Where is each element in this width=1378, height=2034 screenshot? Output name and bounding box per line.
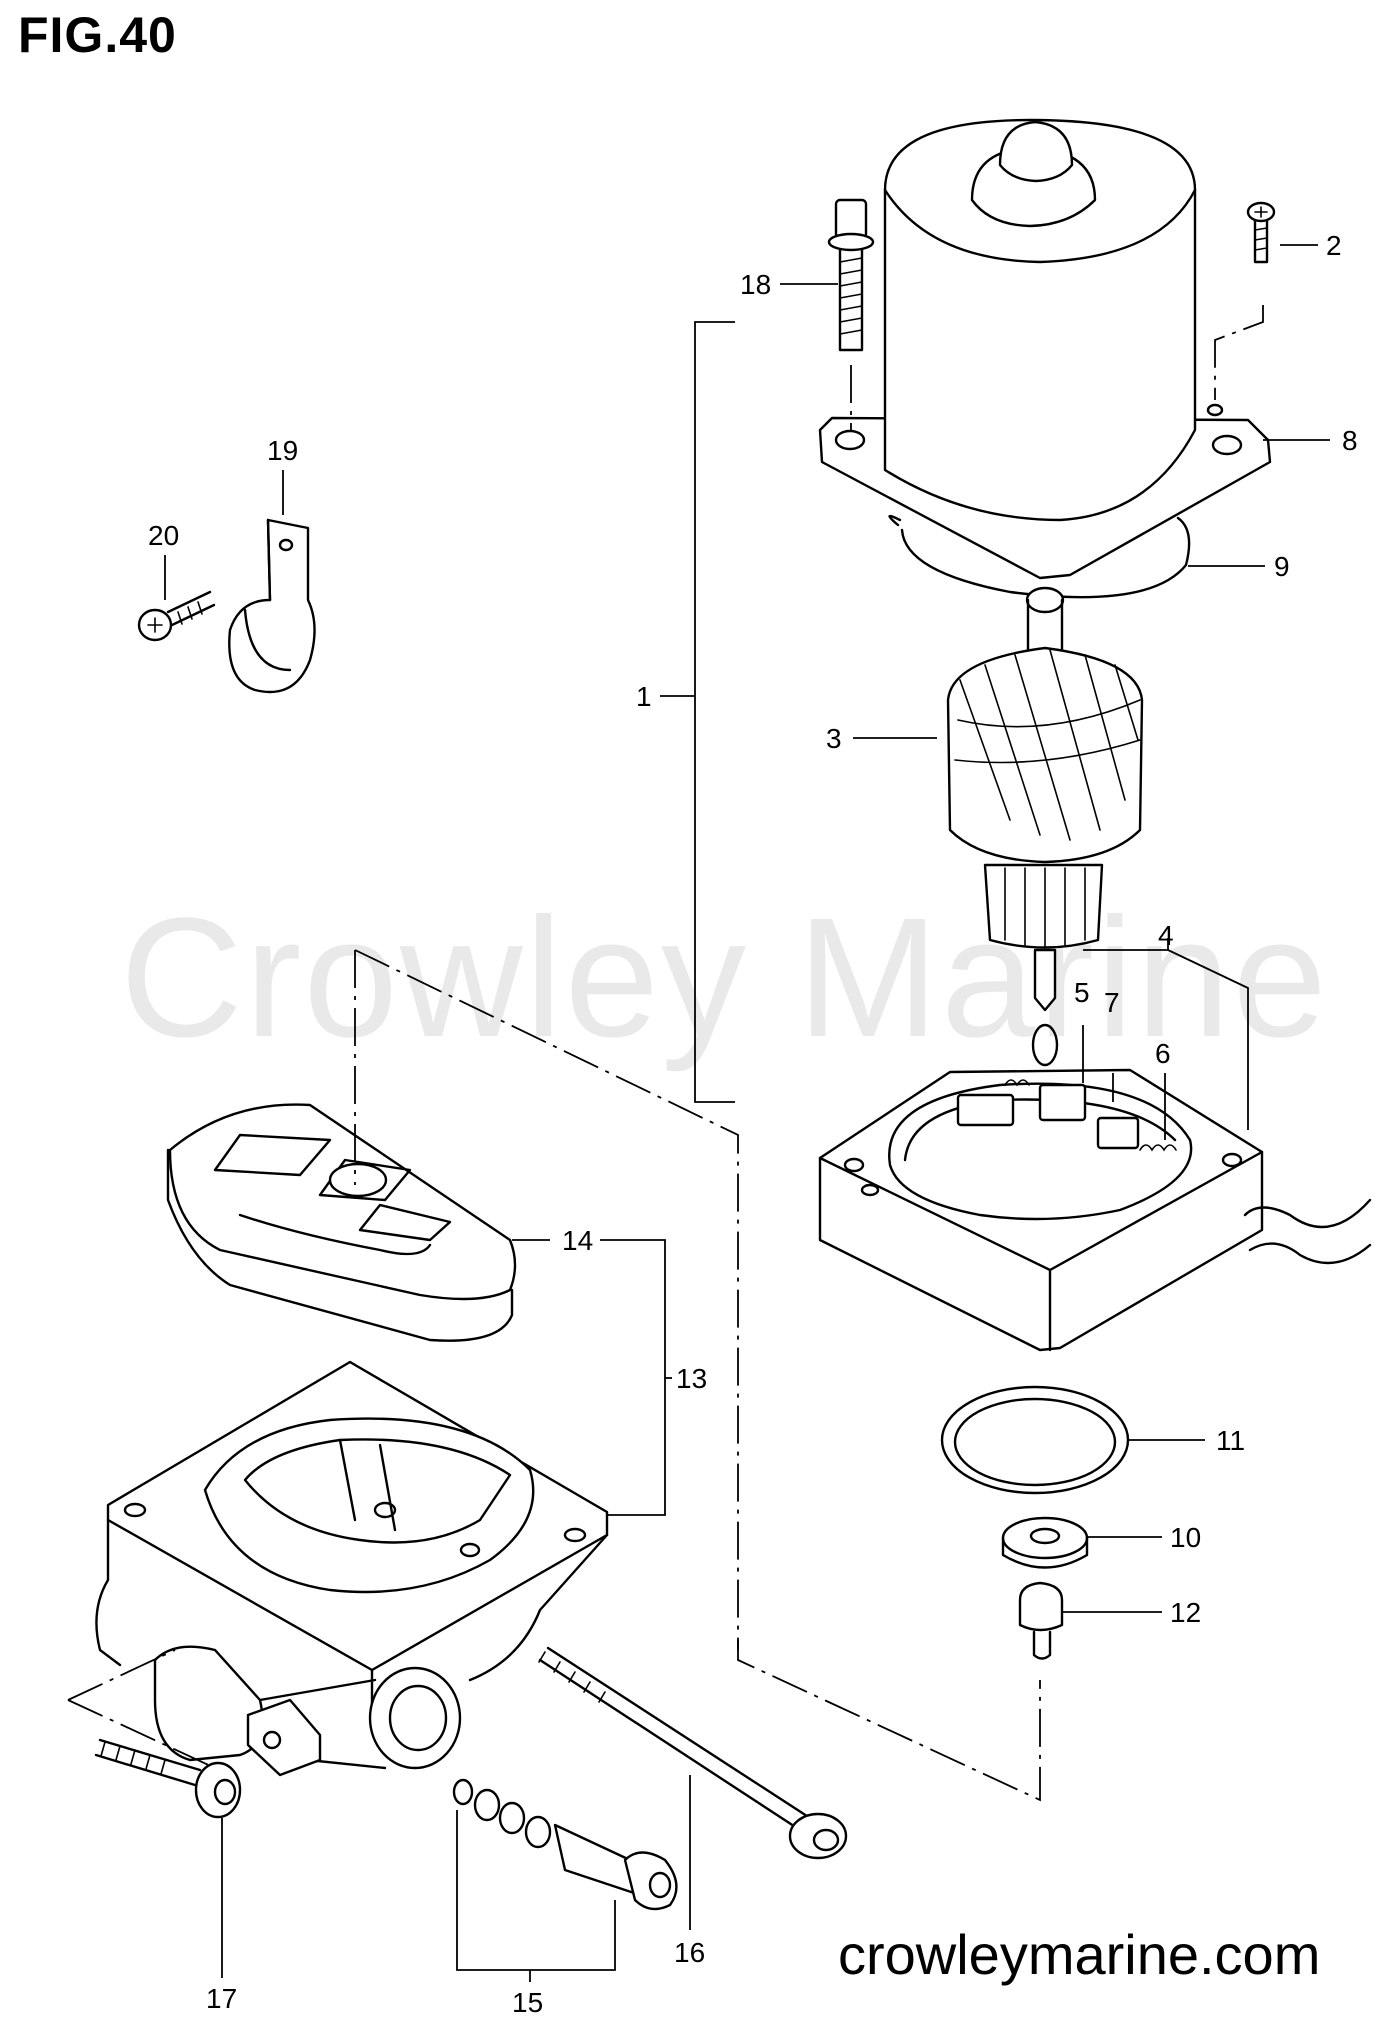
callout-17: 17 [206, 1983, 237, 2014]
callout-16: 16 [674, 1937, 705, 1968]
callout-15: 15 [512, 1987, 543, 2018]
pump-gasket-14 [166, 1103, 517, 1342]
brush-holder-base [818, 1023, 1372, 1352]
callout-4: 4 [1158, 920, 1174, 951]
bracket-4 [1083, 938, 1249, 1130]
site-url: crowleymarine.com [838, 1923, 1321, 1986]
leader-lines [164, 244, 1330, 1978]
long-bolt-16 [538, 1646, 848, 1860]
assembly-lines [67, 305, 1264, 1802]
callout-18: 18 [740, 269, 771, 300]
callout-7: 7 [1104, 987, 1120, 1018]
bolt-17 [94, 1738, 242, 1819]
callout-10: 10 [1170, 1522, 1201, 1553]
callout-labels: 1 2 3 4 5 6 7 8 9 10 11 12 13 14 15 16 1… [148, 230, 1358, 2018]
watermark-text: Crowley Marine [120, 883, 1329, 1073]
bolt-18 [827, 198, 875, 352]
callout-14: 14 [562, 1225, 593, 1256]
callout-3: 3 [826, 723, 842, 754]
bracket-15 [456, 1810, 616, 1982]
clamp-19 [228, 518, 316, 694]
housing-gasket [888, 514, 1191, 599]
callout-5: 5 [1074, 977, 1090, 1008]
pin-12 [1018, 1581, 1064, 1660]
callout-2: 2 [1326, 230, 1342, 261]
screw-2 [1246, 201, 1276, 264]
callout-11: 11 [1216, 1425, 1245, 1456]
callout-13: 13 [676, 1363, 707, 1394]
bracket-1 [660, 321, 735, 1103]
figure-title: FIG.40 [18, 7, 177, 63]
callout-12: 12 [1170, 1597, 1201, 1628]
callout-20: 20 [148, 520, 179, 551]
callout-6: 6 [1155, 1038, 1171, 1069]
bracket-13 [600, 1239, 672, 1516]
pump-body-13 [95, 1360, 609, 1777]
screw-20 [137, 590, 216, 642]
valve-assembly-15 [452, 1778, 678, 1911]
callout-1: 1 [636, 681, 652, 712]
callout-8: 8 [1342, 425, 1358, 456]
callout-19: 19 [267, 435, 298, 466]
o-ring-11 [940, 1385, 1130, 1495]
armature [946, 586, 1144, 1012]
motor-housing [818, 118, 1272, 580]
collar-10 [1001, 1516, 1089, 1569]
callout-9: 9 [1274, 551, 1290, 582]
